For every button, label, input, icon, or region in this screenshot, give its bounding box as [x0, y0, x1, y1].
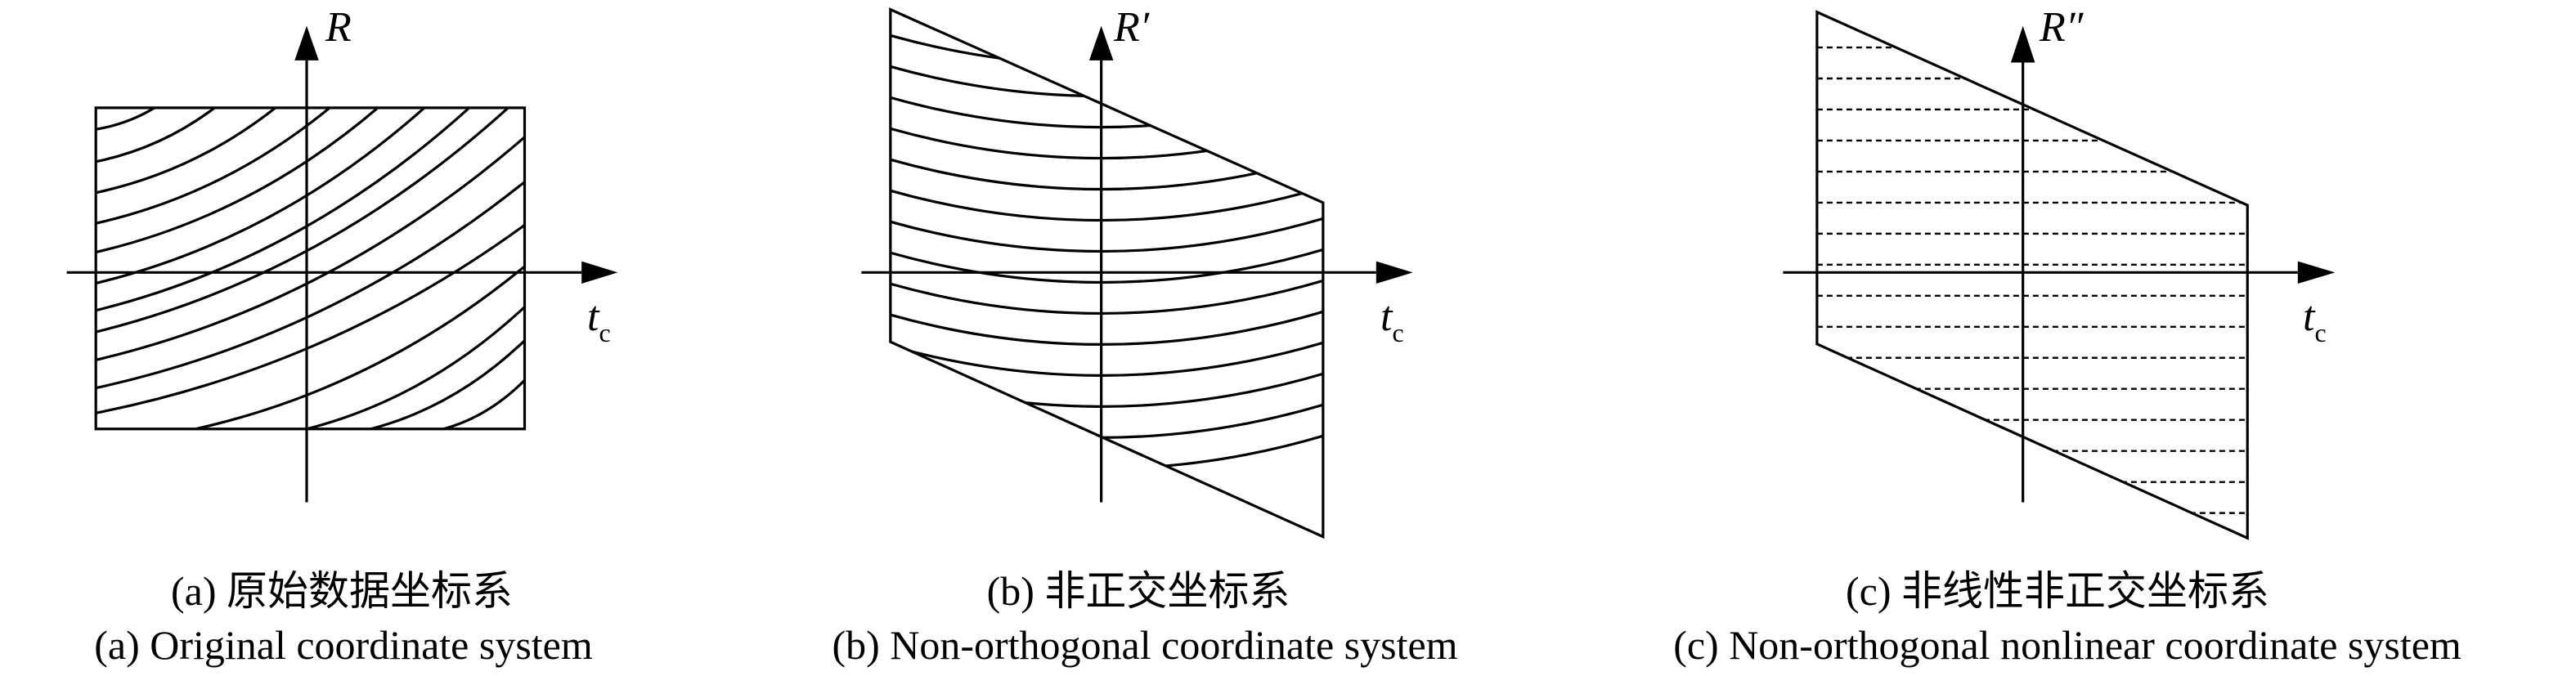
contour-curve: [195, 266, 524, 429]
x-axis-subscript: c: [599, 318, 611, 347]
x-axis-subscript: c: [2314, 318, 2327, 347]
caption-en-a: (a) Original coordinate system: [94, 622, 593, 668]
contour-curve: [96, 108, 330, 223]
contour-curve: [96, 108, 276, 193]
x-axis-arrow-icon: [1376, 261, 1413, 284]
y-axis-arrow-icon: [294, 25, 319, 60]
y-axis-label-c: R″: [2040, 4, 2084, 51]
contour-curve: [96, 182, 524, 388]
dashed-line-group: [1817, 47, 2247, 513]
contour-curve: [443, 380, 524, 429]
contour-curve: [96, 108, 424, 284]
contour-curve: [96, 108, 469, 311]
x-axis-label-b: tc: [1380, 293, 1404, 347]
data-region-rectangle: [96, 108, 524, 429]
x-axis-arrow-icon: [2297, 261, 2336, 284]
contour-curve: [96, 108, 508, 332]
x-axis-label-c: tc: [2303, 293, 2327, 347]
data-region-parallelogram: [891, 10, 1323, 537]
x-axis-label-a: tc: [587, 293, 611, 347]
y-axis-arrow-icon: [1088, 25, 1114, 60]
x-axis-subscript: c: [1392, 318, 1404, 347]
contour-curve: [370, 341, 524, 429]
caption-cn-c: (c) 非线性非正交坐标系: [1846, 568, 2269, 614]
x-axis-symbol: t: [587, 293, 599, 340]
contour-curve: [96, 108, 155, 129]
caption-cn-a: (a) 原始数据坐标系: [171, 568, 513, 614]
panel-a-original: [67, 25, 618, 503]
panel-b-non-orthogonal: [861, 10, 1413, 537]
x-axis-symbol: t: [2303, 293, 2315, 340]
caption-en-c: (c) Non-orthogonal nonlinear coordinate …: [1673, 622, 2462, 668]
y-axis-label-b: R′: [1114, 4, 1150, 51]
panel-c-nonlinear-non-orthogonal: [1783, 12, 2336, 538]
caption-cn-b: (b) 非正交坐标系: [986, 568, 1290, 614]
contour-curve: [96, 137, 524, 360]
y-axis-arrow-icon: [2010, 25, 2035, 63]
contour-curve: [96, 108, 214, 162]
caption-en-b: (b) Non-orthogonal coordinate system: [832, 622, 1458, 668]
y-axis-label-a: R: [325, 4, 352, 51]
contour-curve: [96, 108, 378, 253]
x-axis-arrow-icon: [581, 261, 618, 284]
data-region-parallelogram: [1817, 12, 2247, 538]
x-axis-symbol: t: [1380, 293, 1393, 340]
contour-curve: [96, 225, 524, 413]
contour-curve: [307, 307, 525, 429]
